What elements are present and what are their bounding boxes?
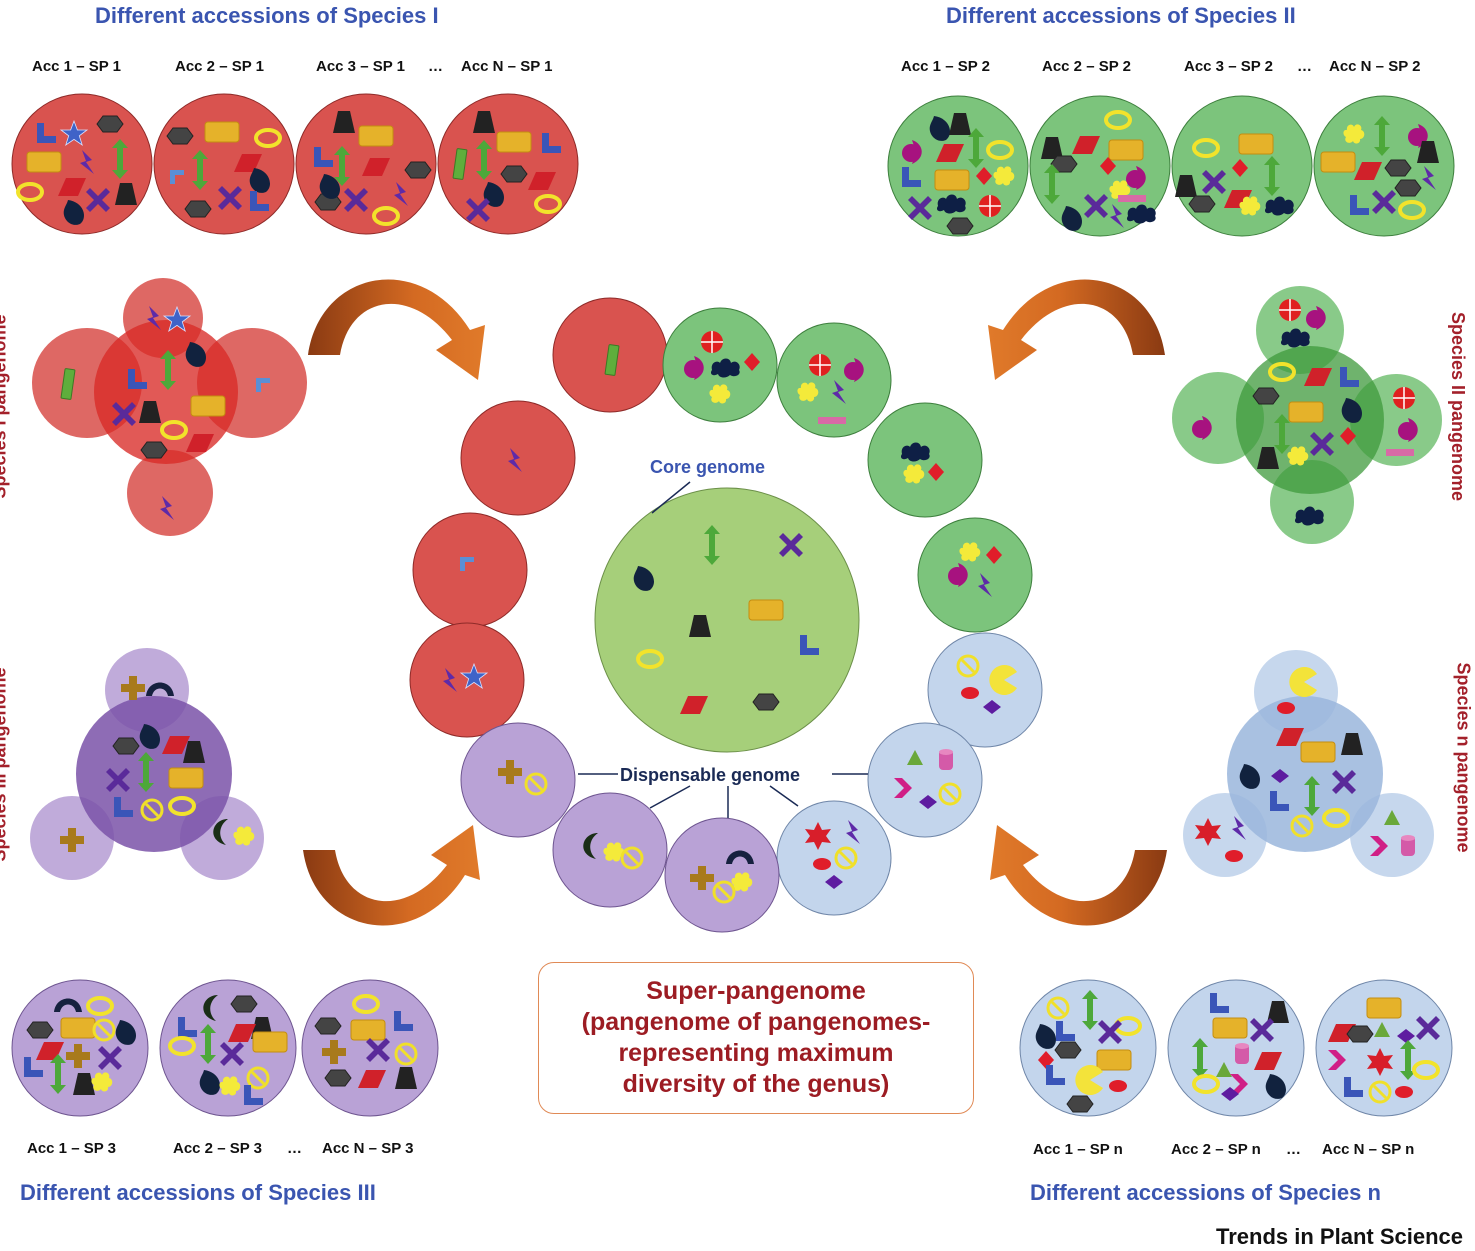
species-1-pangenome [32, 278, 307, 536]
dispensable-genome-label: Dispensable genome [620, 765, 801, 785]
curved-arrows [303, 279, 1167, 926]
acc-label: Acc 1 – SP 3 [27, 1140, 116, 1157]
acc-label: Acc N – SP 3 [322, 1140, 414, 1157]
species-3-accessions [11, 979, 439, 1117]
acc-label: Acc N – SP 1 [461, 58, 553, 75]
acc-label: Acc 2 – SP n [1171, 1141, 1261, 1158]
core-genome-label: Core genome [650, 457, 766, 477]
acc-label: Acc 1 – SP n [1033, 1141, 1123, 1158]
acc-ellipsis: … [287, 1140, 302, 1157]
species-3-pangenome [30, 648, 264, 880]
acc-label: Acc 2 – SP 3 [173, 1140, 262, 1157]
species-3-pangenome-label: Species III pangenome [0, 667, 10, 862]
species-1-pangenome-label: Species I pangenome [0, 314, 10, 499]
dispensable-genome-ring [409, 297, 1043, 933]
acc-label: Acc 3 – SP 1 [316, 58, 405, 75]
acc-label: Acc N – SP n [1322, 1141, 1415, 1158]
acc-ellipsis: … [1297, 58, 1312, 75]
acc-label: Acc N – SP 2 [1329, 58, 1421, 75]
acc-ellipsis: … [428, 58, 443, 75]
acc-label: Acc 1 – SP 1 [32, 58, 121, 75]
core-genome [594, 487, 860, 753]
species-1-accessions [11, 93, 579, 235]
superpangenome-box: Super-pangenome (pangenome of pangenomes… [538, 962, 974, 1114]
acc-ellipsis: … [1286, 1141, 1301, 1158]
species-n-pangenome [1183, 650, 1434, 877]
journal-footer: Trends in Plant Science [1216, 1224, 1463, 1249]
acc-label: Acc 1 – SP 2 [901, 58, 990, 75]
acc-label: Acc 3 – SP 2 [1184, 58, 1273, 75]
species-3-title: Different accessions of Species III [20, 1180, 376, 1205]
superpangenome-line: (pangenome of pangenomes- [581, 1008, 931, 1036]
superpangenome-line: diversity of the genus) [622, 1070, 890, 1098]
species-n-title: Different accessions of Species n [1030, 1180, 1381, 1205]
leader-lines [578, 481, 868, 818]
superpangenome-line: representing maximum [618, 1039, 894, 1067]
species-2-accessions [887, 95, 1455, 237]
species-n-accessions [1019, 979, 1453, 1117]
acc-label: Acc 2 – SP 1 [175, 58, 264, 75]
species-2-pangenome-label: Species II pangenome [1448, 311, 1469, 502]
species-2-pangenome [1172, 286, 1442, 544]
acc-label: Acc 2 – SP 2 [1042, 58, 1131, 75]
species-2-title: Different accessions of Species II [946, 3, 1296, 28]
species-1-title: Different accessions of Species I [95, 3, 439, 28]
superpangenome-title: Super-pangenome [646, 977, 866, 1005]
species-n-pangenome-label: Species n pangenome [1453, 662, 1474, 853]
